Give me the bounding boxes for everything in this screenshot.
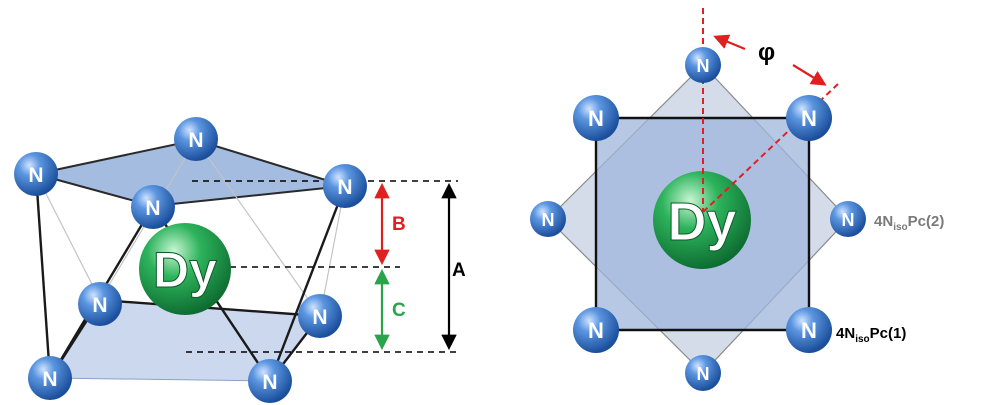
svg-text:N: N [145, 197, 160, 220]
pc1-ligand-label: 4NisoPc(1) [836, 325, 906, 345]
nitrogen-atom: N [786, 95, 832, 141]
nitrogen-atom: N [14, 152, 58, 196]
svg-text:N: N [337, 176, 352, 199]
svg-text:N: N [542, 210, 555, 230]
pc2-ligand-label: 4NisoPc(2) [874, 213, 944, 233]
nitrogen-atom: N [323, 164, 367, 208]
svg-text:N: N [801, 106, 817, 131]
svg-text:N: N [588, 318, 604, 343]
nitrogen-atom: N [685, 47, 721, 83]
dy-atom-left [139, 223, 231, 315]
svg-text:N: N [312, 306, 327, 329]
nitrogen-atom: N [530, 201, 566, 237]
nitrogen-atom: N [131, 185, 175, 229]
dy-label-left: Dy [153, 242, 217, 298]
svg-text:N: N [262, 371, 277, 394]
nitrogen-atom: N [174, 117, 218, 161]
svg-text:N: N [92, 294, 107, 317]
svg-text:N: N [42, 368, 57, 391]
dim-c-label: C [392, 300, 406, 321]
svg-text:N: N [188, 129, 203, 152]
dim-a-label: A [452, 260, 466, 281]
angle-arrow-left [713, 34, 746, 51]
svg-text:N: N [801, 318, 817, 343]
angle-phi-label: φ [758, 39, 775, 66]
nitrogen-atom: N [573, 95, 619, 141]
svg-text:N: N [697, 56, 710, 76]
nitrogen-atom: N [685, 355, 721, 391]
angle-arrow-right [792, 64, 827, 86]
antiprism-top-view: Dy φ N N N N N N [530, 8, 944, 391]
nitrogen-atom: N [573, 307, 619, 353]
svg-text:N: N [842, 210, 855, 230]
dim-b-label: B [392, 214, 406, 235]
nitrogen-atom: N [28, 356, 72, 400]
svg-text:N: N [588, 106, 604, 131]
svg-text:N: N [697, 364, 710, 384]
nitrogen-atom: N [298, 294, 342, 338]
nitrogen-atom: N [830, 201, 866, 237]
svg-text:N: N [28, 164, 43, 187]
dy-atom-right [653, 171, 751, 269]
nitrogen-atom: N [78, 282, 122, 326]
nitrogen-atom: N [248, 359, 292, 403]
nitrogen-atom: N [786, 307, 832, 353]
antiprism-side-view: B C A Dy N N N N N N [14, 117, 466, 403]
